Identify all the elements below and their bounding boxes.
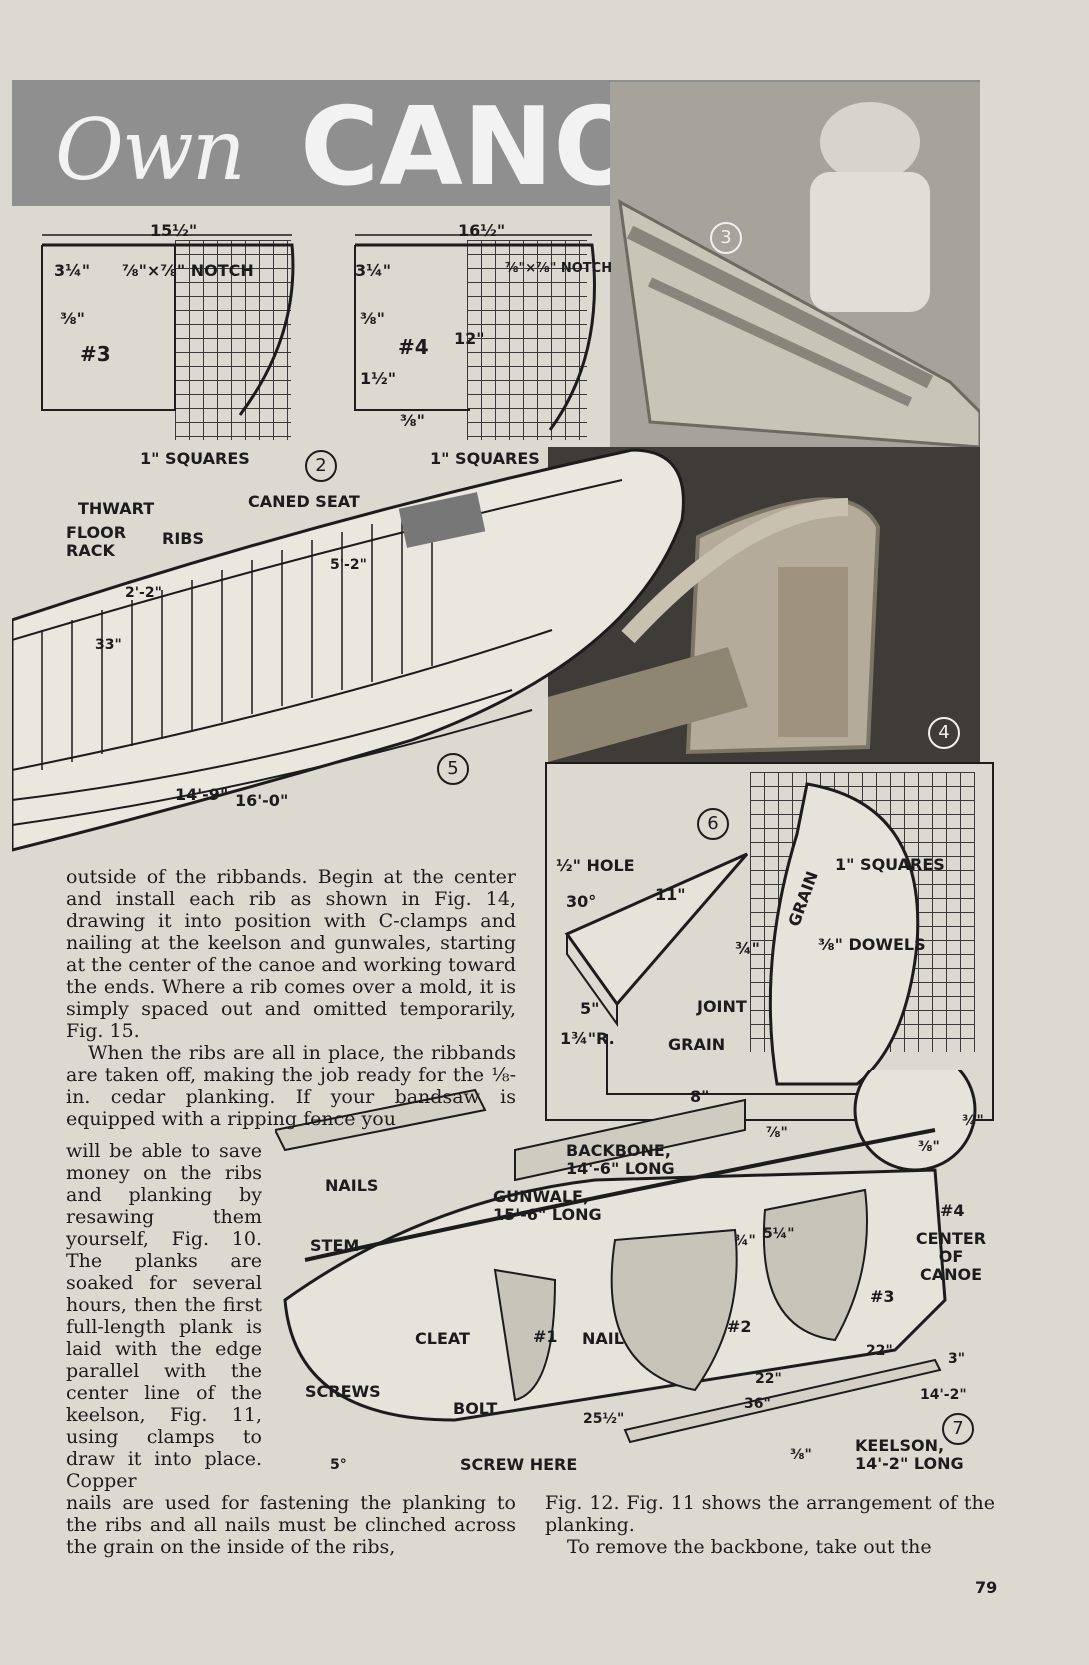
text-column-bottom-left: nails are used for fastening the plankin… [66, 1492, 516, 1558]
fig2-mold3-grid [175, 240, 291, 440]
fig2-mold3-width: 15½" [150, 221, 198, 240]
fig2-number: 2 [305, 450, 337, 482]
fig7-d34a: ¾" [734, 1233, 756, 1249]
fig7-screw-here-label: SCREW HERE [460, 1455, 578, 1474]
page-number: 79 [975, 1578, 998, 1597]
fig7-gunwale-label: GUNWALE, 15'-6" LONG [493, 1187, 602, 1224]
paragraph-2-wide: When the ribs are all in place, the ribb… [66, 1042, 516, 1130]
fig6-number: 6 [697, 808, 729, 840]
photo-fig3: 3 [610, 82, 980, 447]
fig2-mold3-height: 3¼" [54, 261, 91, 280]
fig5-ribs-label: RIBS [162, 529, 204, 548]
title-script: Own [55, 101, 246, 199]
fig5-dim3: 33" [95, 637, 122, 653]
fig2-mold4-small1: 1½" [360, 369, 397, 388]
fig7-mold3-label: #3 [870, 1287, 895, 1306]
fig2-mold3-label: #3 [80, 342, 111, 366]
fig2-mold4-offset: ⅜" [360, 309, 385, 328]
fig6-len5-label: 5" [580, 999, 600, 1018]
paragraph-4: To remove the backbone, take out the [567, 1536, 932, 1558]
fig3-number: 3 [710, 222, 742, 254]
fig7-d34b: ¾" [962, 1113, 984, 1129]
fig6-dowels-label: ⅜" DOWELS [818, 935, 926, 954]
fig5-dim1: 5'-2" [330, 557, 367, 573]
paragraph-2-bottom: nails are used for fastening the plankin… [66, 1492, 516, 1558]
paragraph-2-narrow: will be able to save money on the ribs a… [66, 1140, 262, 1492]
fig7-center-label: CENTER OF CANOE [915, 1229, 987, 1284]
fig2-mold4-label: #4 [398, 335, 429, 359]
fig7-d142: 14'-2" [920, 1387, 967, 1403]
fig7-nails-label: NAILS [325, 1176, 379, 1195]
fig7-d22a: 22" [866, 1343, 893, 1359]
fig5-dim2: 2'-2" [125, 585, 162, 601]
fig2-mold4-notch: ⅞"×⅞" NOTCH [505, 261, 613, 276]
fig2-mold4-height: 3¼" [355, 261, 392, 280]
fig7-d22b: 22" [755, 1371, 782, 1387]
fig7-drawing [275, 1070, 977, 1444]
fig7-d38b: ⅜" [790, 1447, 812, 1463]
fig7-mold4-label: #4 [940, 1201, 965, 1220]
text-column-bottom-right: Fig. 12. Fig. 11 shows the arrangement o… [545, 1492, 995, 1558]
fig7-d514: 5¼" [763, 1226, 795, 1242]
fig2-outlines [41, 234, 596, 431]
fig5-canoe-drawing [12, 448, 685, 852]
fig6-thick-label: ¾" [735, 939, 760, 958]
fig7-nail-label: NAIL [582, 1329, 624, 1348]
fig7-d36: 36" [744, 1396, 771, 1412]
fig2-mold4-small2: ⅜" [400, 411, 425, 430]
photo-fig3-canoe-sketch [610, 82, 980, 447]
fig4-number: 4 [928, 717, 960, 749]
text-column-top: outside of the ribbands. Begin at the ce… [66, 866, 516, 1130]
fig7-bolt-label: BOLT [453, 1399, 498, 1418]
fig7-screws-label: SCREWS [305, 1382, 381, 1401]
fig2-mold4-squares: 1" SQUARES [430, 449, 540, 468]
fig5-length2: 16'-0" [235, 791, 289, 810]
fig7-keelson-label: KEELSON, 14'-2" LONG [855, 1436, 964, 1473]
fig5-caned-seat-label: CANED SEAT [248, 492, 360, 511]
fig7-d5deg: 5° [330, 1457, 347, 1473]
fig5-floor-rack-label: FLOOR RACK [66, 523, 127, 560]
fig6-len11-label: 11" [655, 885, 686, 904]
fig7-number: 7 [942, 1413, 974, 1445]
paragraph-3: Fig. 12. Fig. 11 shows the arrangement o… [545, 1492, 995, 1536]
fig7-stem-label: STEM [310, 1236, 360, 1255]
fig6-squares-label: 1" SQUARES [835, 855, 945, 874]
fig2-mold3-notch: ⅞"×⅞" NOTCH [122, 261, 254, 280]
fig5-number: 5 [437, 753, 469, 785]
fig6-hole-label: ½" HOLE [556, 856, 635, 875]
fig6-len8-label: 8" [690, 1087, 710, 1106]
fig6-joint-label: JOINT [697, 997, 747, 1016]
fig5-thwart-label: THWART [78, 499, 155, 518]
fig7-d3: 3" [948, 1351, 966, 1367]
fig2-mold4-depth: 12" [454, 329, 485, 348]
fig6-drawing [564, 782, 920, 1095]
fig7-cleat-label: CLEAT [415, 1329, 470, 1348]
fig7-d78: ⅞" [766, 1125, 788, 1141]
fig7-mold1-label: #1 [533, 1327, 558, 1346]
fig2-mold4-grid [467, 240, 587, 440]
fig7-d2512: 25½" [583, 1411, 625, 1427]
fig5-length1: 14'-9" [175, 785, 229, 804]
fig2-mold3-offset: ⅜" [60, 309, 85, 328]
fig6-angle-label: 30° [566, 892, 597, 911]
fig6-grain1-label: GRAIN [668, 1035, 726, 1054]
paragraph-1: outside of the ribbands. Begin at the ce… [66, 866, 516, 1042]
fig7-d38a: ⅜" [918, 1139, 940, 1155]
fig2-mold3-squares: 1" SQUARES [140, 449, 250, 468]
fig7-backbone-label: BACKBONE, 14'-6" LONG [566, 1141, 675, 1178]
fig7-mold2-label: #2 [727, 1317, 752, 1336]
fig2-mold4-width: 16½" [458, 221, 506, 240]
fig6-radius-label: 1¾"R. [560, 1029, 615, 1048]
text-column-narrow: will be able to save money on the ribs a… [66, 1140, 262, 1492]
